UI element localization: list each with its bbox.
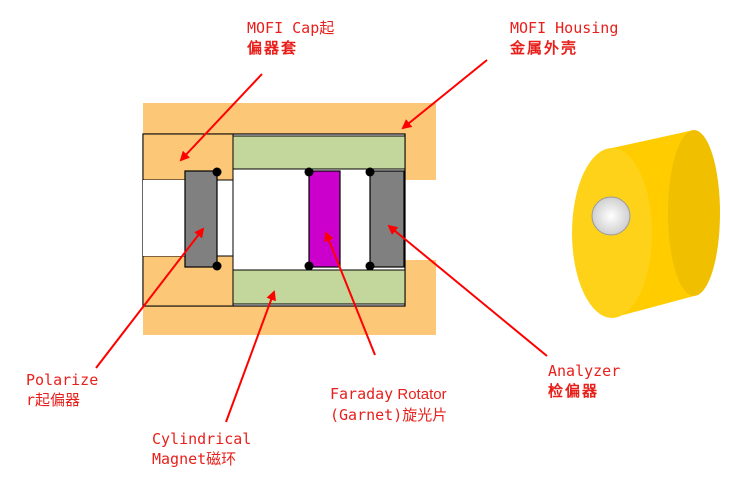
label-faraday-rotator-line1b: Rotator — [393, 386, 447, 403]
polarizer-element — [184, 170, 218, 268]
label-faraday-rotator-line2: (Garnet)旋光片 — [330, 406, 448, 424]
label-analyzer-line2: 检偏器 — [548, 382, 600, 400]
contact-dot — [212, 261, 222, 271]
arrow-analyzer — [387, 224, 548, 357]
label-polarizer: Polarize r起偏器 — [26, 370, 98, 410]
label-polarizer-line2: r起偏器 — [26, 391, 81, 409]
label-mofi-cap-line2: 偏器套 — [247, 39, 299, 57]
label-analyzer: Analyzer 检偏器 — [548, 361, 620, 401]
label-faraday-rotator-line1a: Faraday — [330, 385, 394, 403]
magnet-bottom — [232, 269, 406, 305]
arrow-mofi-cap — [179, 73, 263, 162]
arrow-cylindrical-magnet — [225, 290, 276, 423]
label-polarizer-line1: Polarize — [26, 371, 99, 389]
label-mofi-cap: MOFI Cap起 偏器套 — [247, 18, 334, 58]
exit-opening — [405, 180, 436, 260]
arrow-faraday-rotator — [324, 231, 376, 356]
contact-dot — [365, 167, 375, 177]
label-mofi-housing-line1: MOFI Housing — [510, 19, 619, 37]
mofi-cap-opening — [143, 180, 185, 256]
label-faraday-rotator: Faraday Rotator (Garnet)旋光片 — [330, 384, 447, 425]
label-mofi-housing: MOFI Housing 金属外壳 — [510, 18, 618, 58]
label-mofi-housing-line2: 金属外壳 — [510, 39, 579, 57]
label-analyzer-line1: Analyzer — [548, 362, 621, 380]
magnet-top — [232, 135, 406, 170]
contact-dot — [304, 261, 314, 271]
contact-dot — [304, 167, 314, 177]
label-cylindrical-magnet-line2: Magnet磁环 — [152, 450, 237, 468]
assembled-isolator-cylinder — [572, 130, 720, 318]
cylinder-bore — [591, 196, 631, 236]
analyzer-element — [369, 170, 405, 268]
contact-dot — [212, 167, 222, 177]
label-mofi-cap-line1: MOFI Cap起 — [247, 19, 335, 37]
contact-dot — [365, 261, 375, 271]
arrow-polarizer — [95, 227, 205, 369]
faraday-rotator-element — [308, 170, 341, 268]
label-cylindrical-magnet: Cylindrical Magnet磁环 — [152, 429, 251, 469]
arrow-mofi-housing — [401, 59, 488, 130]
label-cylindrical-magnet-line1: Cylindrical — [152, 430, 252, 448]
